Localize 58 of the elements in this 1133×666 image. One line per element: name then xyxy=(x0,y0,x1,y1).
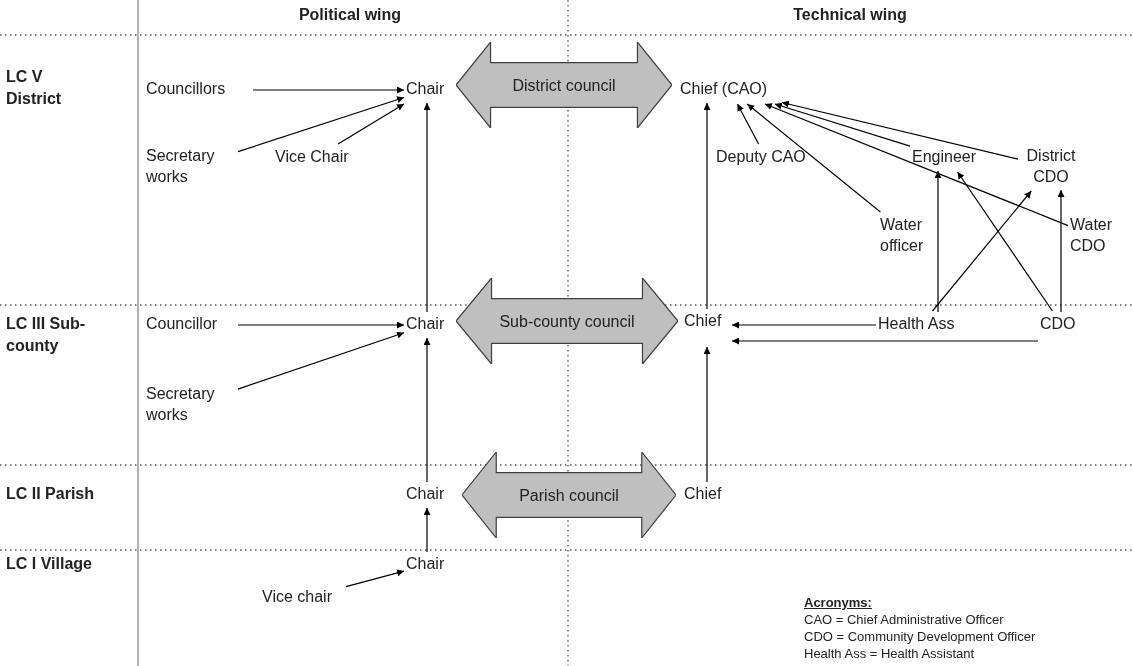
council-label: District council xyxy=(512,75,616,96)
row-heading: LC I Village xyxy=(6,554,93,574)
council-label: Parish council xyxy=(519,485,619,506)
role-label: Chair xyxy=(406,553,448,577)
arrow xyxy=(237,321,405,329)
role-label: Water officer xyxy=(880,214,940,258)
role-label: Secretary works xyxy=(146,383,236,427)
arrow xyxy=(345,569,405,588)
arrow xyxy=(1057,189,1065,313)
double-arrow xyxy=(456,278,678,364)
role-label: Engineer xyxy=(912,146,984,170)
note-text: Acronyms: xyxy=(804,594,873,611)
arrow xyxy=(731,321,877,329)
arrow xyxy=(764,103,1069,227)
arrow xyxy=(931,190,1032,312)
role-label: Water CDO xyxy=(1070,214,1118,258)
role-label: Vice Chair xyxy=(275,146,355,170)
arrow xyxy=(731,337,1039,345)
role-label: Secretary works xyxy=(146,145,236,189)
role-label: Chair xyxy=(406,483,448,507)
column-heading: Political wing xyxy=(297,5,403,25)
note-text: CAO = Chief Administrative Officer xyxy=(804,611,1005,628)
arrow xyxy=(423,102,431,313)
arrow xyxy=(781,100,1019,160)
arrow xyxy=(423,507,431,553)
council-label: Sub-county council xyxy=(499,311,635,332)
arrow xyxy=(746,103,881,213)
role-label: Chief xyxy=(684,310,730,346)
arrow xyxy=(934,170,942,313)
arrow xyxy=(956,171,1054,312)
role-label: Councillors xyxy=(146,78,251,102)
arrow xyxy=(337,103,405,145)
role-label: Health Ass xyxy=(878,313,964,337)
arrow xyxy=(774,102,911,147)
role-label: District CDO xyxy=(1020,145,1082,189)
role-label: Councillor xyxy=(146,313,236,337)
arrow xyxy=(237,331,405,390)
note-text: Health Ass = Health Assistant xyxy=(804,645,976,662)
role-label: Chair xyxy=(406,313,448,337)
role-label: Chair xyxy=(406,78,448,102)
role-label: Deputy CAO xyxy=(716,146,816,170)
role-label: Chief xyxy=(684,483,732,507)
row-heading: LC V District xyxy=(6,67,63,109)
arrow xyxy=(423,337,431,483)
arrow xyxy=(703,102,711,310)
note-text: CDO = Community Development Officer xyxy=(804,628,1037,645)
double-arrow xyxy=(462,452,676,538)
arrow xyxy=(252,86,405,94)
arrow xyxy=(237,96,405,153)
double-arrow xyxy=(456,42,672,128)
row-heading: LC II Parish xyxy=(6,484,96,504)
role-label: Chief (CAO) xyxy=(680,78,780,102)
column-heading: Technical wing xyxy=(792,5,908,25)
role-label: CDO xyxy=(1040,313,1084,337)
arrow xyxy=(703,346,711,483)
row-heading: LC III Sub-county xyxy=(6,314,87,356)
role-label: Vice chair xyxy=(262,586,344,610)
arrow xyxy=(736,103,760,145)
